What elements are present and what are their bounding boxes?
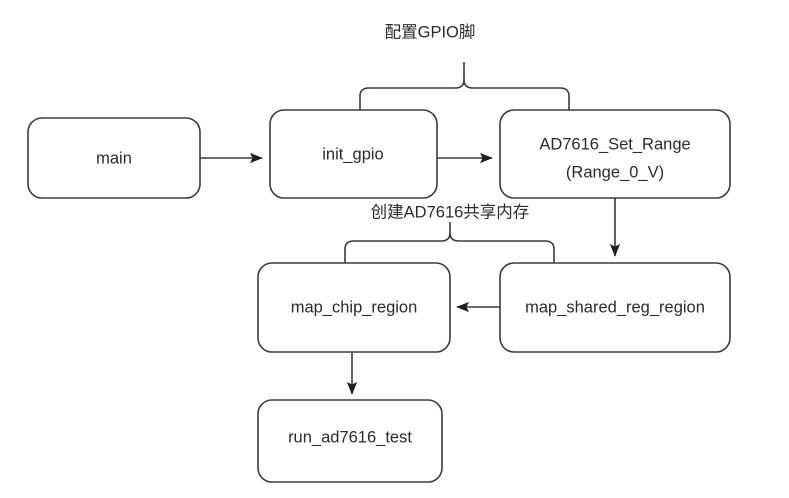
shared-mem-brace-label: 创建AD7616共享内存 [371,202,530,221]
node-ad7616-set-range[interactable] [499,109,731,199]
node-main-label: main [96,149,132,167]
gpio-brace [359,79,570,111]
node-map-chip-region-label: map_chip_region [291,298,418,316]
node-run-ad7616-test[interactable] [257,399,443,483]
node-map-chip-region[interactable] [257,262,451,353]
node-map-shared-reg-region[interactable] [499,262,731,353]
node-run-ad7616-test-label: run_ad7616_test [288,428,412,446]
node-init-gpio[interactable] [269,109,438,199]
node-init-gpio-label: init_gpio [322,145,383,163]
node-main[interactable] [27,117,201,199]
node-ad7616-set-range-label-line1: AD7616_Set_Range [539,135,690,153]
shared-mem-brace [344,232,555,264]
node-map-shared-reg-region-label: map_shared_reg_region [525,298,705,316]
node-ad7616-set-range-label-line2: (Range_0_V) [566,163,664,181]
gpio-brace-label: 配置GPIO脚 [385,22,476,41]
